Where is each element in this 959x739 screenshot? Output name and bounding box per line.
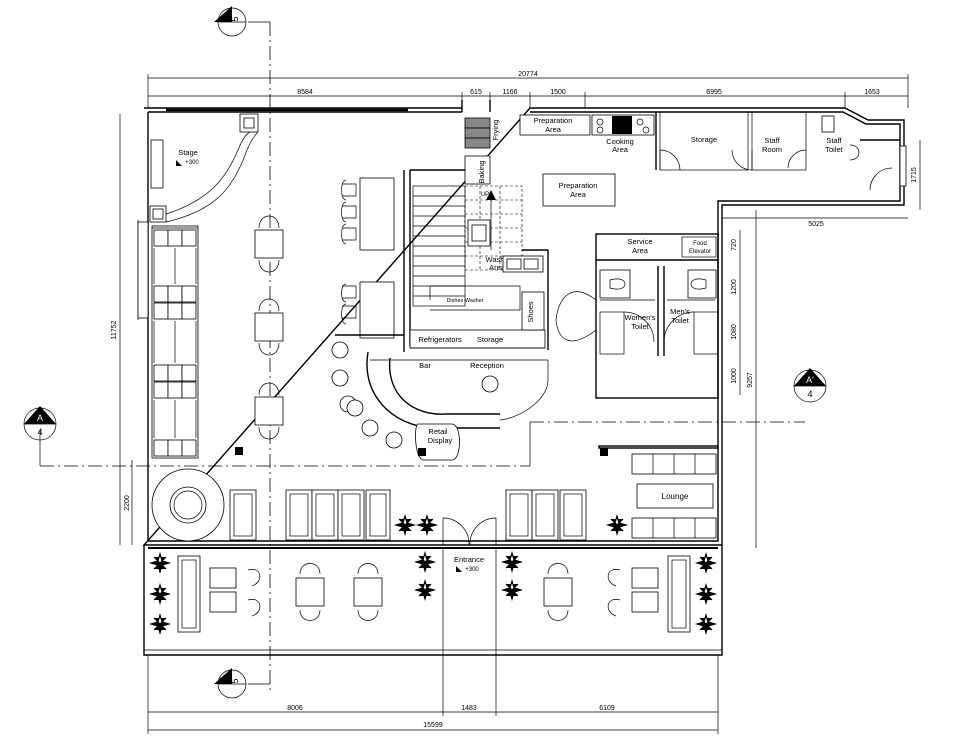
booth-seating-left (151, 225, 199, 459)
womens-toilet-label-1: Women's (625, 313, 656, 322)
baking-label: Baking (477, 161, 486, 184)
preparation-top-label-2: Area (545, 125, 562, 134)
marker-a-right-num: 4 (807, 389, 812, 399)
section-axes (39, 21, 805, 690)
stage-level-arrow-icon (176, 160, 182, 166)
cooking-label-2: Area (612, 145, 629, 154)
dim-bottom-2: 1483 (461, 705, 477, 712)
service-label-1: Service (627, 237, 652, 246)
marker-a-left-num: 4 (37, 427, 42, 437)
section-marker-a-right: A' 4 (793, 368, 827, 403)
food-elevator-label-2: Elevator (689, 249, 711, 255)
marker-b-bottom-letter: B' (218, 677, 228, 685)
bar-storage-label: Storage (477, 335, 503, 344)
dim-bottom-3: 6109 (599, 705, 615, 712)
marker-b-bottom-num: 5 (230, 678, 240, 683)
bottom-booths (151, 468, 587, 542)
retail-label-2: Display (428, 436, 453, 445)
refrigerators-label: Refrigerators (418, 335, 462, 344)
dim-top-3: 1166 (502, 89, 517, 96)
dim-top-6: 1653 (864, 89, 880, 96)
frying-label: Frying (491, 120, 500, 141)
dim-right-1: 720 (731, 239, 738, 251)
section-marker-b-top: B 5 (214, 6, 247, 37)
dimension-lines (119, 74, 921, 734)
stage-area: Stage +300 (149, 113, 259, 223)
bar-area: Refrigerators Storage Bar Reception Reta… (235, 170, 608, 461)
exterior-walls (142, 107, 905, 656)
dim-overall-bottom: 15599 (423, 722, 443, 729)
bar-label: Bar (419, 361, 431, 370)
up-label: UP (481, 192, 489, 198)
dim-bottom-1: 8006 (287, 705, 303, 712)
marker-b-top-num: 5 (230, 16, 240, 21)
dim-right-4: 1000 (731, 368, 738, 384)
dim-right-total: 9257 (747, 372, 754, 388)
stairs: UP Dishes Washer Washing Area Shoes (410, 169, 549, 350)
marker-b-top-letter: B (218, 16, 228, 22)
washing-label-1: Washing (486, 255, 515, 264)
stage-level: +300 (185, 160, 199, 166)
service-label-2: Area (632, 246, 649, 255)
washing-label-2: Area (489, 263, 506, 272)
toilets-service: Service Area Food Elevator Women's Toile… (555, 233, 719, 399)
dim-mid: 5025 (808, 221, 824, 228)
kitchen: Frying Baking Preparation Area Cooking A… (461, 100, 907, 207)
staff-room-label-2: Room (762, 145, 782, 154)
preparation-top-label-1: Preparation (534, 116, 573, 125)
lounge-label: Lounge (662, 492, 689, 501)
section-marker-b-bottom: B' 5 (214, 668, 247, 699)
plants (148, 513, 718, 636)
shoes-label: Shoes (526, 301, 535, 323)
entrance-level-arrow-icon (456, 566, 462, 572)
cooking-label-1: Cooking (606, 137, 634, 146)
preparation-mid-label-2: Area (570, 190, 587, 199)
marker-a-left-letter: A (37, 413, 43, 423)
lounge: Lounge (598, 445, 719, 539)
mens-toilet-label-1: Men's (670, 307, 690, 316)
entrance-label: Entrance (454, 555, 484, 564)
dim-right-2: 1200 (731, 279, 738, 295)
food-elevator-label-1: Food (693, 241, 707, 247)
staff-toilet-label-2: Toilet (825, 145, 843, 154)
womens-toilet-label-2: Toilet (631, 322, 649, 331)
dim-left-total: 11752 (111, 320, 118, 339)
dim-top-2: 615 (470, 89, 482, 96)
dim-top-1: 8584 (297, 89, 313, 96)
mens-toilet-label-2: Toilet (671, 316, 689, 325)
staff-toilet-label-1: Staff (826, 136, 842, 145)
entrance: Entrance +300 (442, 517, 497, 655)
dining-tables-center (254, 215, 284, 440)
stage-label: Stage (178, 148, 198, 157)
dim-right-top: 1715 (911, 167, 918, 183)
entrance-level: +300 (465, 567, 479, 573)
section-marker-a-left: A 4 (23, 406, 57, 441)
reception-label: Reception (470, 361, 504, 370)
preparation-mid-label-1: Preparation (559, 181, 598, 190)
dim-overall-top: 20774 (518, 71, 538, 78)
marker-a-right-letter: A' (806, 375, 814, 385)
dishes-washer-label: Dishes Washer (446, 298, 483, 304)
dim-right-3: 1080 (731, 324, 738, 340)
dim-left-lower: 2200 (124, 495, 131, 511)
retail-label-1: Retail (428, 427, 448, 436)
dim-top-4: 1500 (550, 89, 566, 96)
dim-top-5: 6995 (706, 89, 722, 96)
terrace-seating (177, 555, 691, 633)
staff-room-label-1: Staff (764, 136, 780, 145)
storage-top-label: Storage (691, 135, 717, 144)
